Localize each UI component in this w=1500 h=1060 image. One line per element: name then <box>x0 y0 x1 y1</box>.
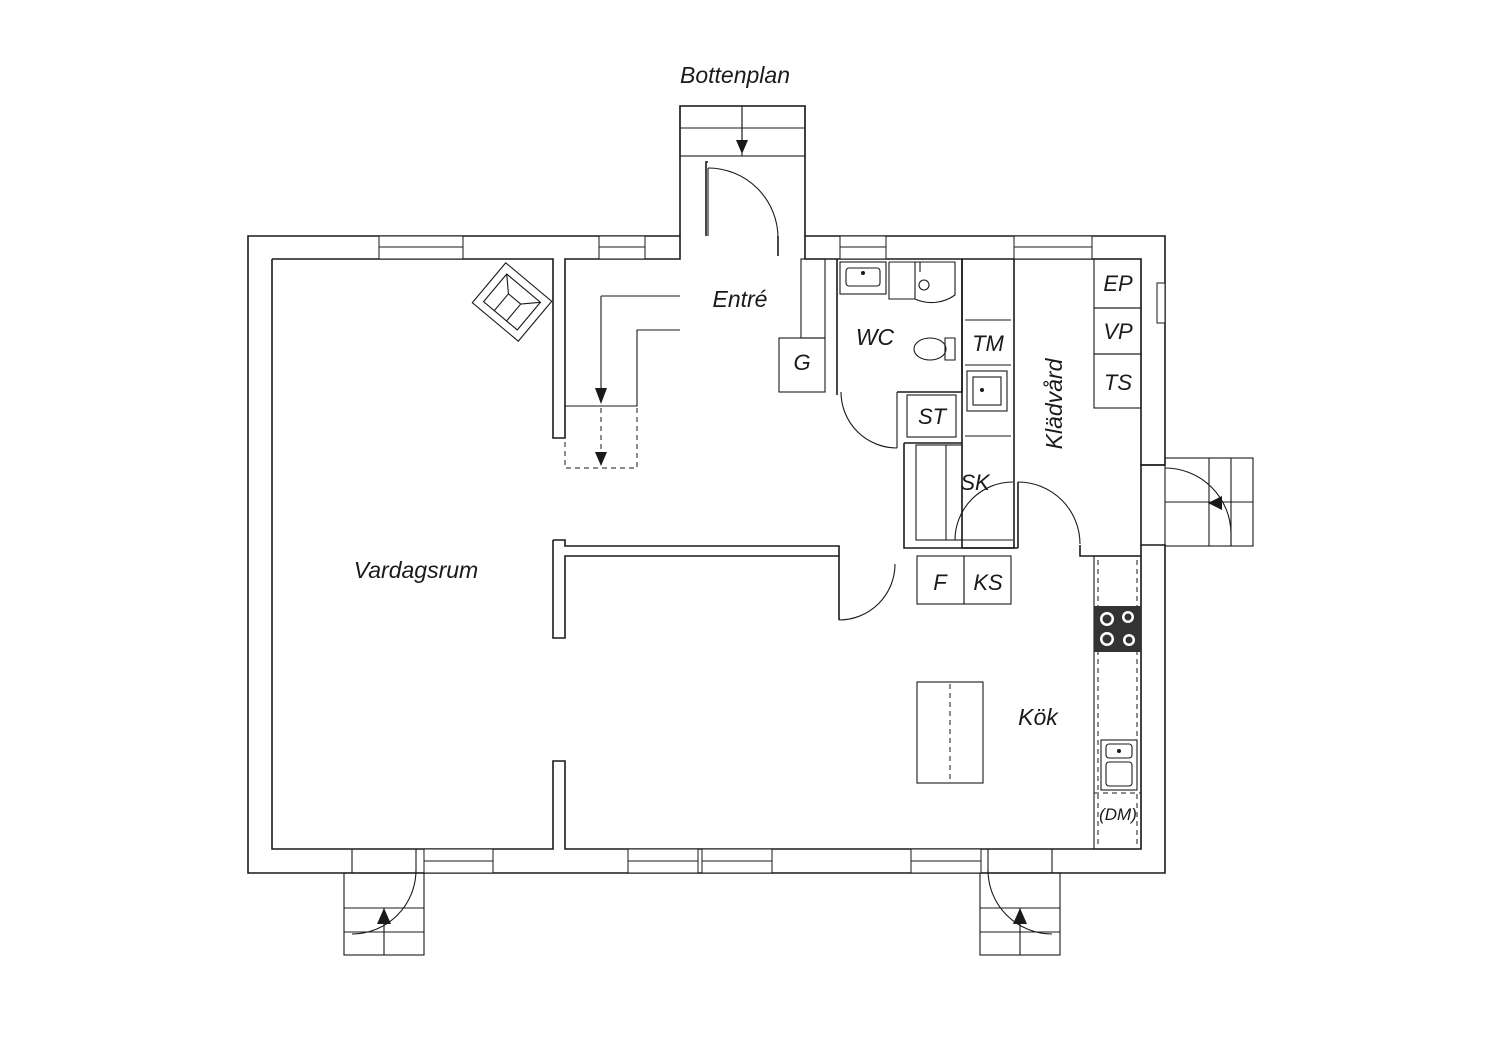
stoop-bottom-left <box>343 849 425 956</box>
svg-text:SK: SK <box>960 470 991 495</box>
svg-text:(DM): (DM) <box>1099 805 1137 824</box>
technical-cabinets: EP VP TS <box>1093 258 1142 409</box>
room-label-kitchen: Kök <box>1018 704 1059 730</box>
svg-text:EP: EP <box>1103 271 1133 296</box>
kitchen-island <box>916 681 984 784</box>
svg-text:F: F <box>933 570 948 595</box>
stoop-right <box>1164 457 1254 547</box>
room-label-laundry: Klädvård <box>1041 357 1067 449</box>
cabinet-sk: SK <box>904 442 1014 541</box>
staircase <box>564 295 680 469</box>
plan-title: Bottenplan <box>680 62 790 88</box>
corridor-walls <box>552 443 1165 639</box>
room-label-entrance: Entré <box>713 286 768 312</box>
cabinet-st: ST <box>906 394 957 438</box>
cabinet-g: G <box>778 258 826 393</box>
outer-walls <box>247 105 1166 874</box>
svg-text:TM: TM <box>972 331 1004 356</box>
cabinets-f-ks: F KS <box>916 555 1012 605</box>
svg-text:VP: VP <box>1103 319 1133 344</box>
svg-text:G: G <box>793 350 810 375</box>
laundry-column: TM <box>961 259 1015 549</box>
kitchen-counter: (DM) <box>1093 555 1142 850</box>
entry-stoop-top <box>679 105 806 239</box>
wc-room: WC <box>836 259 963 449</box>
svg-text:ST: ST <box>918 404 948 429</box>
svg-text:TS: TS <box>1104 370 1132 395</box>
svg-text:WC: WC <box>856 324 895 350</box>
armchair-icon <box>471 262 553 342</box>
windows <box>378 235 1166 874</box>
room-label-living: Vardagsrum <box>354 557 478 583</box>
stoop-bottom-right <box>979 849 1061 956</box>
svg-text:KS: KS <box>973 570 1003 595</box>
